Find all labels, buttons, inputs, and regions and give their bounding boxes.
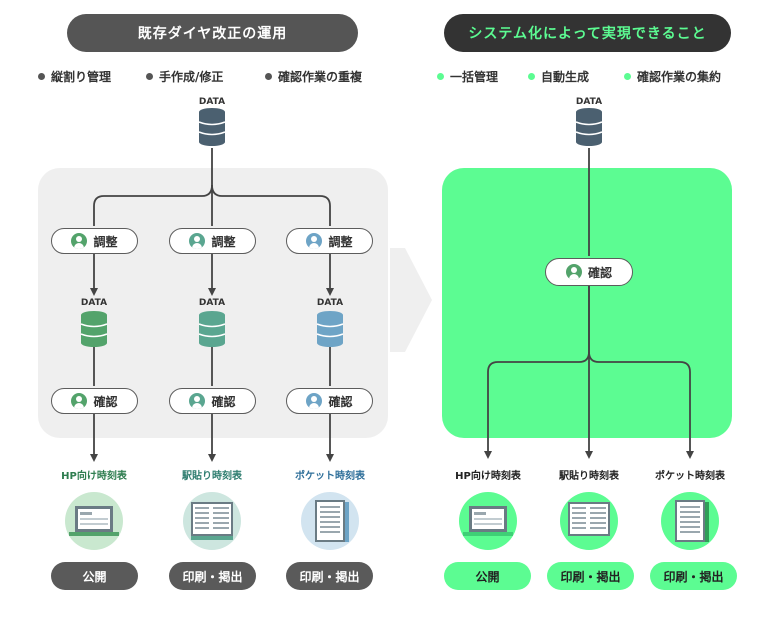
laptop-icon [459, 492, 517, 550]
left-bullet: 確認作業の重複 [265, 68, 362, 85]
booklet-icon [301, 492, 359, 550]
database-icon [198, 311, 226, 347]
confirm-node: 確認 [169, 388, 256, 414]
output-label: 駅貼り時刻表 [559, 471, 619, 482]
poster-icon [560, 492, 618, 550]
confirm-node: 確認 [545, 258, 633, 286]
user-icon [306, 393, 323, 409]
user-icon [189, 393, 206, 409]
right-bullet: 自動生成 [528, 68, 589, 85]
transition-arrow [390, 248, 432, 352]
right-bullet: 一括管理 [437, 68, 498, 85]
output-label: 駅貼り時刻表 [182, 471, 242, 482]
data-label: DATA [575, 97, 603, 107]
adjust-node: 調整 [169, 228, 256, 254]
data-label: DATA [198, 298, 226, 308]
data-label: DATA [80, 298, 108, 308]
left-title: 既存ダイヤ改正の運用 [67, 14, 358, 52]
print-post-button[interactable]: 印刷・掲出 [286, 562, 373, 590]
output-label: ポケット時刻表 [295, 471, 365, 482]
left-connectors [90, 148, 334, 462]
adjust-node: 調整 [51, 228, 138, 254]
right-title: システム化によって実現できること [444, 14, 731, 52]
confirm-node: 確認 [51, 388, 138, 414]
print-post-button[interactable]: 印刷・掲出 [169, 562, 256, 590]
user-icon [306, 233, 323, 249]
data-label: DATA [198, 97, 226, 107]
print-post-button[interactable]: 印刷・掲出 [547, 562, 634, 590]
adjust-node: 調整 [286, 228, 373, 254]
output-label: ポケット時刻表 [655, 471, 725, 482]
database-icon [198, 108, 226, 146]
left-bullet: 手作成/修正 [146, 68, 223, 85]
confirm-node: 確認 [286, 388, 373, 414]
database-icon [575, 108, 603, 146]
print-post-button[interactable]: 印刷・掲出 [650, 562, 737, 590]
user-icon [71, 393, 88, 409]
database-icon [80, 311, 108, 347]
right-connectors [484, 148, 694, 459]
output-label: HP向け時刻表 [61, 471, 127, 482]
user-icon [71, 233, 88, 249]
laptop-icon [65, 492, 123, 550]
data-label: DATA [316, 298, 344, 308]
user-icon [565, 264, 582, 280]
database-icon [316, 311, 344, 347]
left-bullet: 縦割り管理 [38, 68, 111, 85]
right-bullet: 確認作業の集約 [624, 68, 721, 85]
poster-icon [183, 492, 241, 550]
booklet-icon [661, 492, 719, 550]
publish-button[interactable]: 公開 [444, 562, 531, 590]
user-icon [189, 233, 206, 249]
publish-button[interactable]: 公開 [51, 562, 138, 590]
right-process-panel [442, 168, 732, 438]
output-label: HP向け時刻表 [455, 471, 521, 482]
